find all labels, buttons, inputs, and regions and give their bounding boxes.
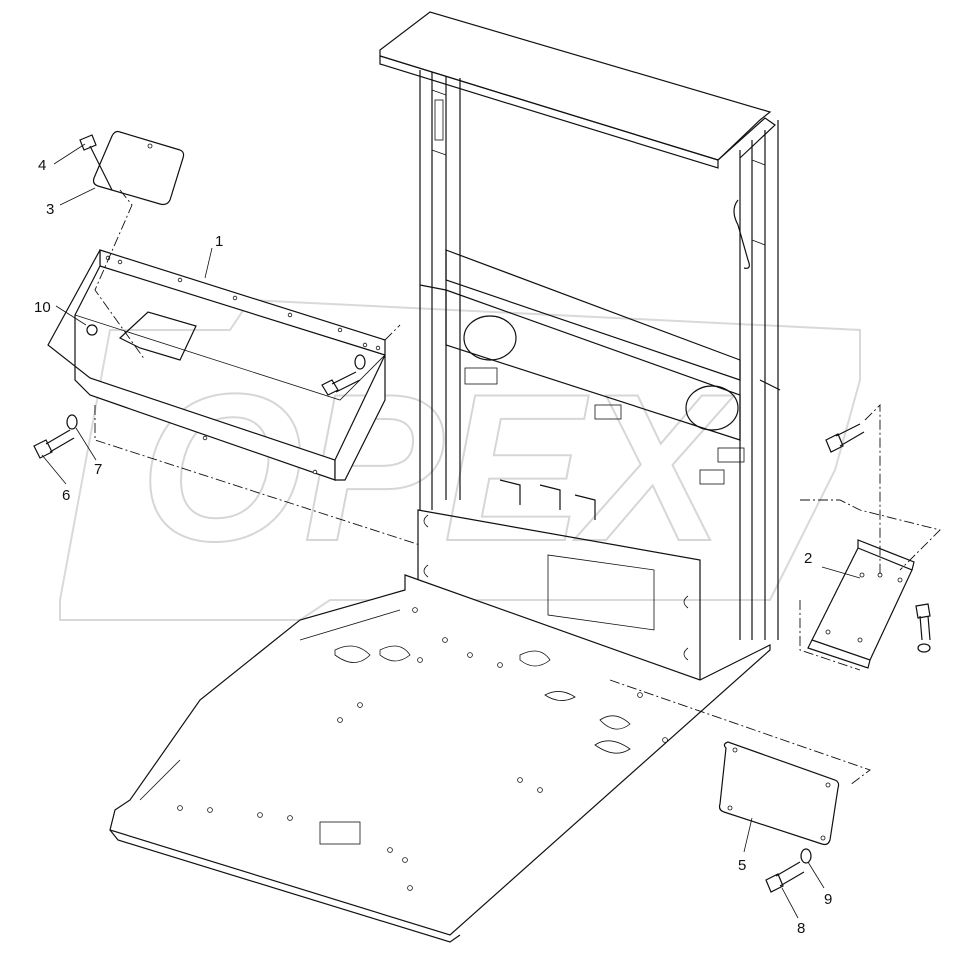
part-8-bolt [765, 861, 805, 893]
callout-6: 6 [62, 487, 70, 504]
callout-1: 1 [215, 233, 223, 250]
part-7-washer [66, 414, 78, 430]
watermark-text: OPEX [140, 350, 734, 585]
callout-3: 3 [46, 201, 54, 218]
callout-10: 10 [34, 299, 51, 316]
part-5-access-plate [609, 679, 871, 846]
callout-8: 8 [797, 920, 805, 937]
part-10-grommet [86, 324, 98, 336]
callout-2: 2 [804, 550, 812, 567]
floor-plate [109, 574, 771, 943]
cover-bolt [321, 354, 366, 396]
rear-crossbar [419, 249, 781, 485]
callout-7: 7 [94, 461, 102, 478]
callout-5: 5 [738, 857, 746, 874]
leader-lines [41, 143, 861, 919]
roof-canopy [379, 11, 776, 169]
part-9-washer [800, 848, 812, 864]
watermark: OPEX [59, 298, 861, 621]
part-4-bolt [79, 134, 113, 191]
part-3-cover-plate [92, 130, 185, 361]
callout-9: 9 [824, 891, 832, 908]
bracket-bolt-lower [915, 603, 931, 653]
part-2-bracket [799, 499, 941, 671]
bracket-bolt-upper [825, 403, 881, 575]
callout-4: 4 [38, 157, 46, 174]
callout-labels: 1 2 3 4 5 6 7 8 9 10 [34, 157, 832, 937]
part-6-bolt [33, 429, 75, 459]
